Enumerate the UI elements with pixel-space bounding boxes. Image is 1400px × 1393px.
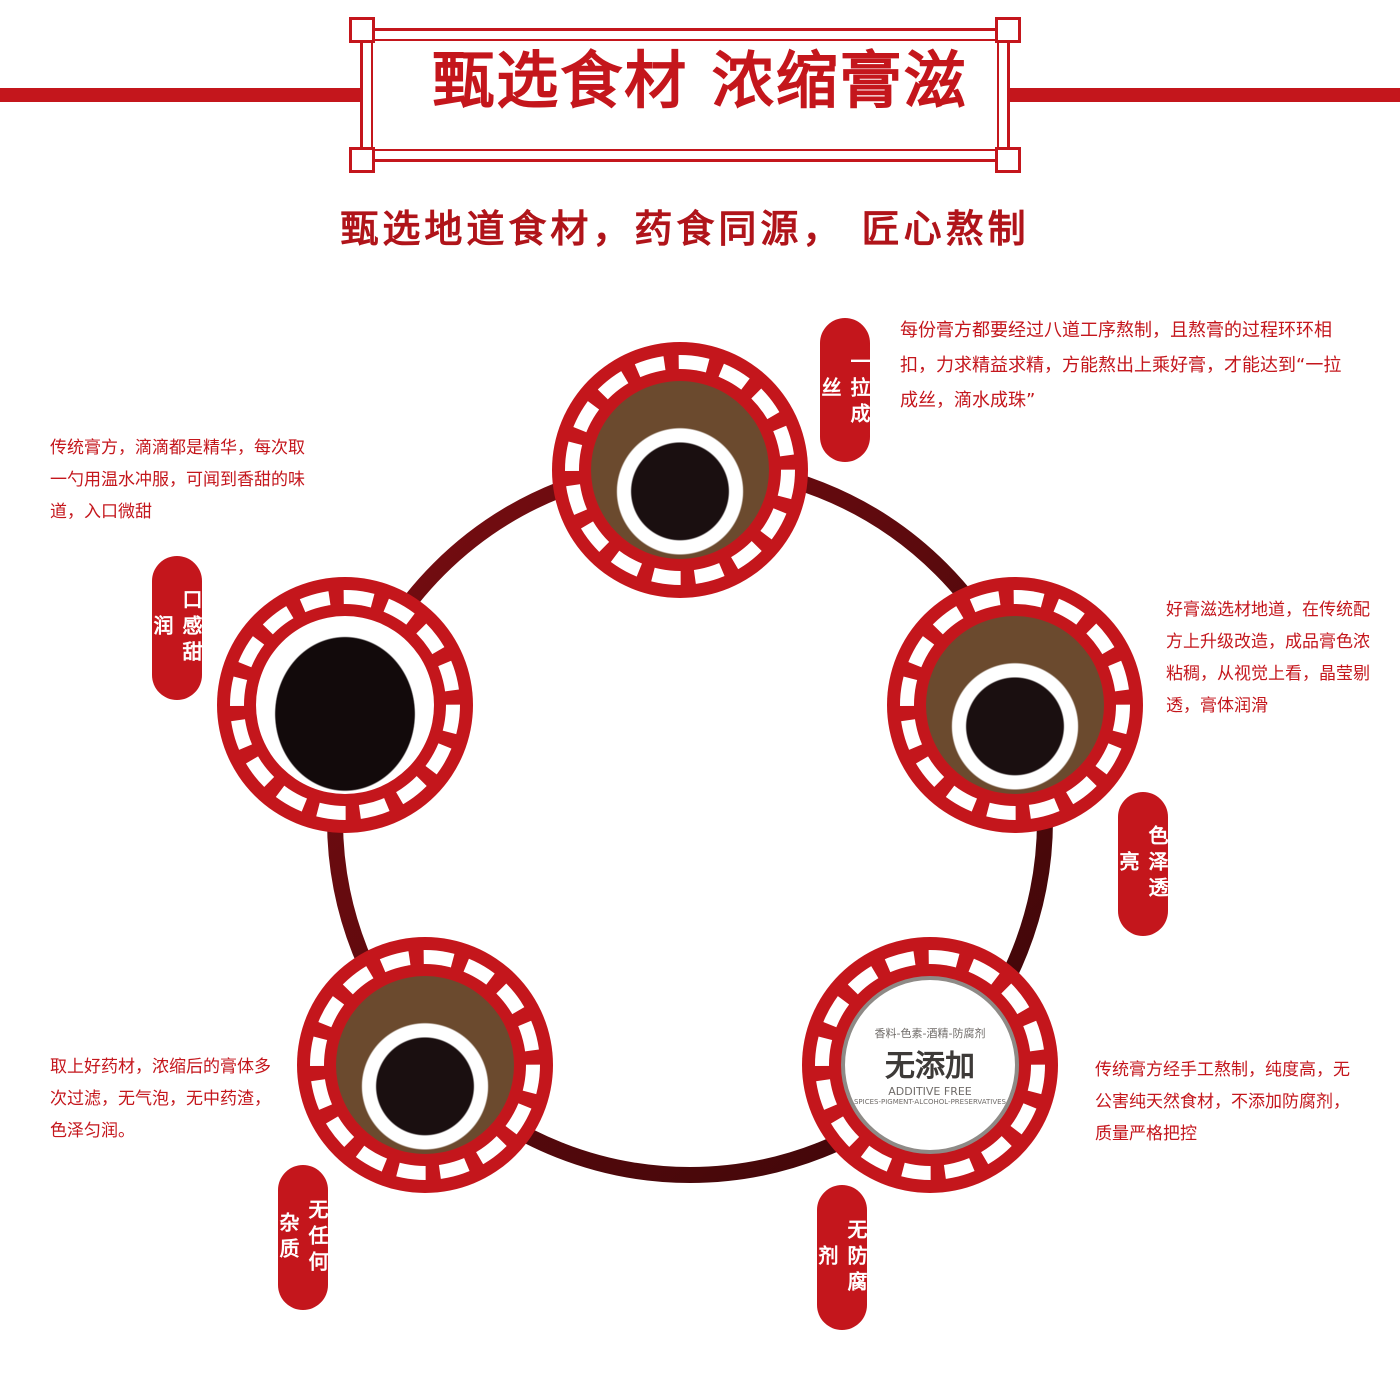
desc-4: 取上好药材，浓缩后的膏体多次过滤，无气泡，无中药渣，色泽匀润。 [50, 1057, 271, 1141]
stamp-top-text: 香料-色素-酒精-防腐剂 [874, 1026, 986, 1040]
medal-top [552, 342, 808, 598]
medal-bottom-right: 香料-色素-酒精-防腐剂 无添加 ADDITIVE FREE SPICES-PI… [802, 937, 1058, 1193]
label-pill-5: 无防腐剂 [815, 1185, 868, 1330]
page-title: 甄选食材 浓缩膏滋 [432, 44, 968, 117]
medal-bottom-left [297, 937, 553, 1193]
stamp-en-text: ADDITIVE FREE [888, 1084, 972, 1098]
page-subtitle: 甄选地道食材，药食同源， 匠心熬制 [340, 206, 1030, 251]
header-line-right [1010, 88, 1400, 102]
additive-free-stamp: 香料-色素-酒精-防腐剂 无添加 ADDITIVE FREE SPICES-PI… [841, 976, 1019, 1154]
label-pill-1: 一拉成丝 [818, 318, 871, 462]
stamp-main-text: 无添加 [885, 1048, 975, 1084]
desc-5: 传统膏方经手工熬制，纯度高，无公害纯天然食材，不添加防腐剂，质量严格把控 [1095, 1060, 1350, 1144]
medal-right [887, 577, 1143, 833]
stamp-bottom-text: SPICES-PIGMENT-ALCOHOL-PRESERVATIVES [853, 1097, 1007, 1106]
header-frame [349, 17, 1021, 173]
label-pill-2: 口感甜润 [150, 556, 203, 700]
desc-3: 好膏滋选材地道，在传统配方上升级改造，成品膏色浓粘稠，从视觉上看，晶莹剔透，膏体… [1166, 600, 1370, 716]
syrup-spoon-image [256, 616, 434, 794]
syrup-spoon-image [591, 381, 769, 559]
label-pill-4: 无任何杂质 [276, 1165, 329, 1310]
syrup-bowl-image [336, 976, 514, 1154]
desc-1: 每份膏方都要经过八道工序熬制，且熬膏的过程环环相扣，力求精益求精，方能熬出上乘好… [900, 320, 1342, 411]
medal-left [217, 577, 473, 833]
label-pill-3: 色泽透亮 [1116, 792, 1169, 936]
desc-2: 传统膏方，滴滴都是精华，每次取一勺用温水冲服，可闻到香甜的味道，入口微甜 [50, 438, 305, 522]
header-line-left [0, 88, 360, 102]
syrup-pour-image [926, 616, 1104, 794]
